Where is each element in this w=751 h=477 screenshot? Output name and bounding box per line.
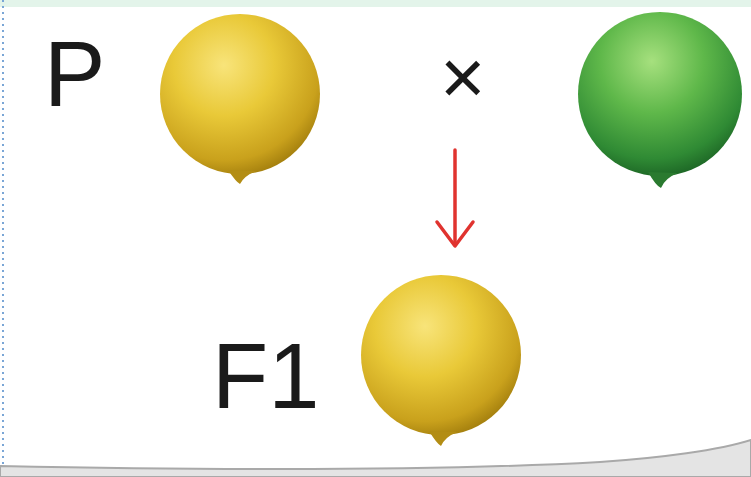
generation-label: P <box>44 28 105 120</box>
yellow-pea <box>160 14 320 184</box>
generation-label-wrap: P <box>44 28 105 120</box>
yellow-pea <box>361 275 521 446</box>
generation-label: F1 <box>212 330 319 422</box>
page-curl <box>0 440 751 477</box>
dotted-edge <box>2 0 4 477</box>
cross-symbol: × <box>440 38 486 116</box>
cross-symbol-wrap: × <box>440 38 486 116</box>
generation-label-wrap: F1 <box>212 330 319 422</box>
cross-arrow <box>437 150 473 246</box>
green-pea <box>578 12 742 188</box>
top-strip <box>0 0 751 7</box>
